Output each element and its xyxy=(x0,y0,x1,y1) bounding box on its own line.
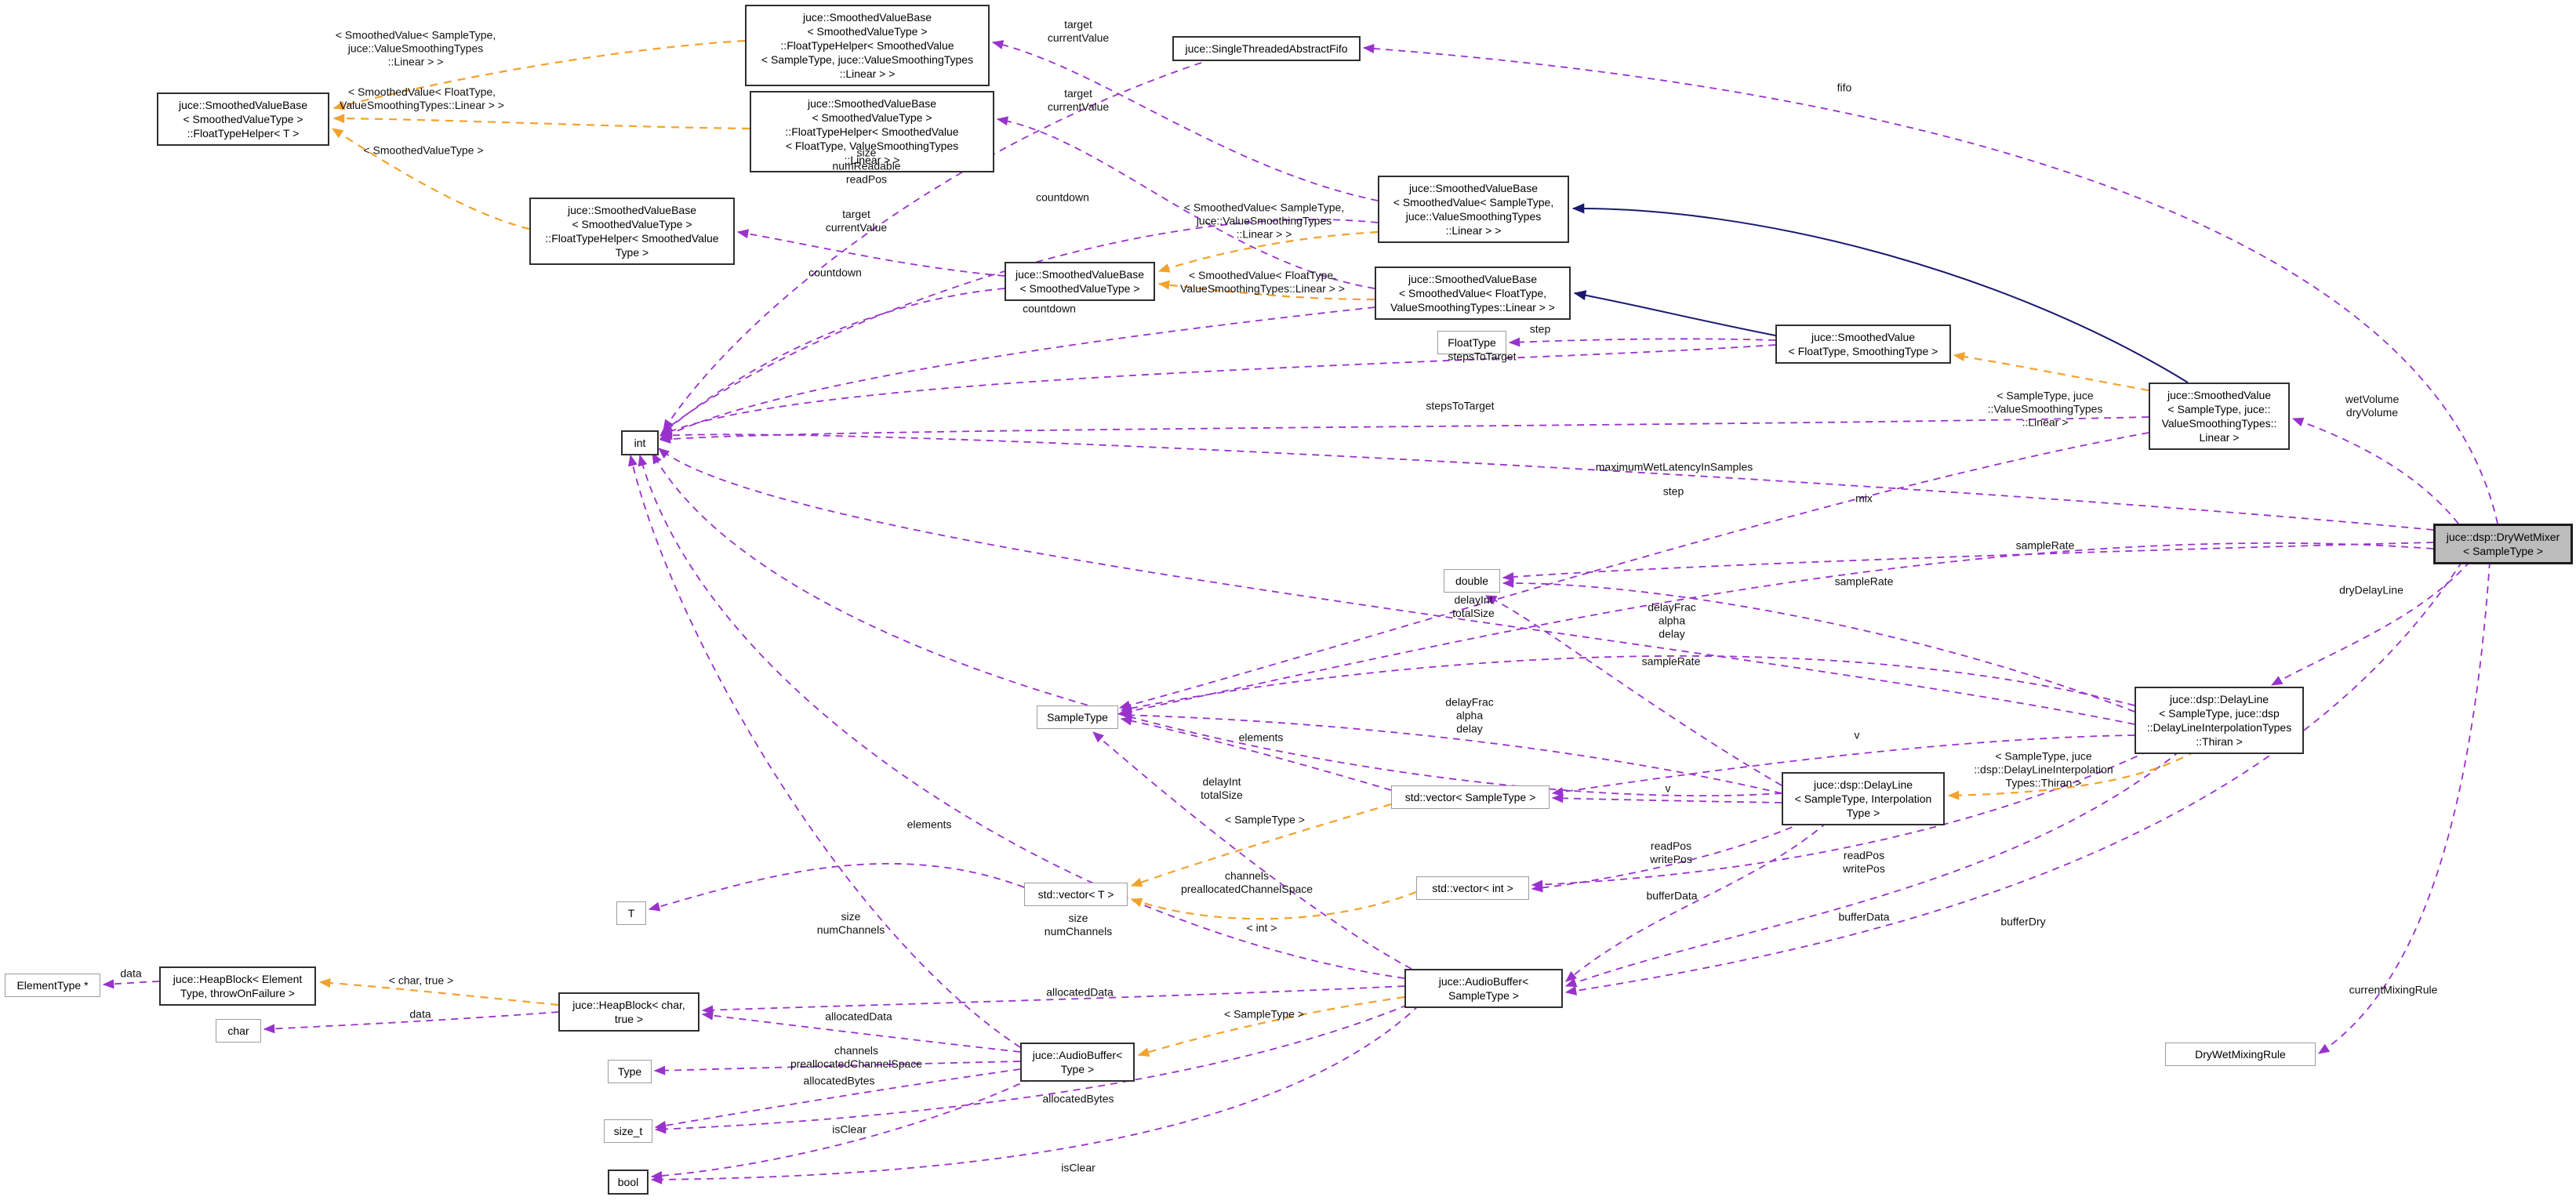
edge-label-size-numchannels-1: size numChannels xyxy=(1044,912,1113,937)
node-smoothedvaluebase-floattype-linear[interactable]: juce::SmoothedValueBase < SmoothedValue<… xyxy=(1375,267,1571,320)
edge-label-delayfrac-alpha-delay-2: delayFrac alpha delay xyxy=(1445,695,1494,735)
edge-label-template-smoothedvaluetype: < SmoothedValueType > xyxy=(363,143,484,157)
edge-label-v-1: v xyxy=(1854,728,1860,742)
node-sampletype: SampleType xyxy=(1037,705,1118,729)
node-double: double xyxy=(1444,569,1500,593)
edge-label-step-1: step xyxy=(1529,322,1551,335)
edge-label-channels-preallocated-2: channels preallocatedChannelSpace xyxy=(790,1044,923,1070)
edge-label-elements-1: elements xyxy=(1238,731,1284,744)
edge-label-isclear-2: isClear xyxy=(1061,1161,1095,1174)
edge-label-data-2: data xyxy=(409,1007,431,1021)
node-floattypehelper-smoothedvalue-floattype[interactable]: juce::SmoothedValueBase < SmoothedValueT… xyxy=(750,91,994,172)
edge-label-readpos-writepos-2: readPos writePos xyxy=(1843,849,1885,875)
node-drywetmixingrule: DryWetMixingRule xyxy=(2165,1043,2316,1066)
edge-label-template-vector-sampletype: < SampleType > xyxy=(1225,813,1305,826)
node-delayline-thiran[interactable]: juce::dsp::DelayLine < SampleType, juce:… xyxy=(2135,687,2304,754)
node-smoothedvalue-sampletype-linear[interactable]: juce::SmoothedValue < SampleType, juce::… xyxy=(2149,383,2290,450)
edge-label-bufferdata-1: bufferData xyxy=(1646,889,1698,902)
edge-label-drydelayline: dryDelayLine xyxy=(2339,583,2403,597)
node-elementtype-ptr: ElementType * xyxy=(5,974,100,997)
node-drywetmixer[interactable]: juce::dsp::DryWetMixer < SampleType > xyxy=(2433,524,2573,564)
edge-label-size-numreadable-readpos: size numReadable readPos xyxy=(832,146,901,186)
edge-label-samplerate-3: sampleRate xyxy=(1641,655,1701,668)
edge-label-v-2: v xyxy=(1665,782,1671,795)
edge-label-template-sv-sampletype-outer: < SmoothedValue< SampleType, juce::Value… xyxy=(335,28,496,68)
node-heapblock-elementtype[interactable]: juce::HeapBlock< Element Type, throwOnFa… xyxy=(159,966,316,1006)
edge-label-target-currentvalue-3: target currentValue xyxy=(825,208,888,234)
edge-label-fifo: fifo xyxy=(1837,81,1852,94)
edge-label-target-currentvalue-1: target currentValue xyxy=(1047,18,1110,44)
edge-label-delayfrac-alpha-delay-1: delayFrac alpha delay xyxy=(1648,600,1696,640)
edge-label-delayint-totalsize-1: delayInt totalSize xyxy=(1452,593,1495,619)
node-char: char xyxy=(216,1019,261,1043)
edge-label-maximumwetlatencyinsamples: maximumWetLatencyInSamples xyxy=(1595,460,1753,473)
edge-label-template-sv-floattype-outer: < SmoothedValue< FloatType, ValueSmoothi… xyxy=(340,85,504,111)
node-vector-int: std::vector< int > xyxy=(1416,876,1529,900)
node-audiobuffer-sampletype[interactable]: juce::AudioBuffer< SampleType > xyxy=(1404,969,1563,1008)
node-vector-sampletype: std::vector< SampleType > xyxy=(1391,785,1550,809)
node-floattypehelper-smoothedvalue-sampletype[interactable]: juce::SmoothedValueBase < SmoothedValueT… xyxy=(745,5,990,86)
edge-label-stepstotarget-1: stepsToTarget xyxy=(1448,350,1517,363)
edge-label-allocatedbytes-1: allocatedBytes xyxy=(803,1074,875,1087)
edge-label-template-heapblock: < char, true > xyxy=(388,974,454,987)
edge-label-data-1: data xyxy=(120,966,142,980)
node-smoothedvaluebase-floattypehelper-t[interactable]: juce::SmoothedValueBase < SmoothedValueT… xyxy=(157,92,329,146)
node-smoothedvalue-floattype-smoothingtype[interactable]: juce::SmoothedValue < FloatType, Smoothi… xyxy=(1775,325,1951,364)
usage-edges xyxy=(102,40,2498,1184)
edge-label-isclear-1: isClear xyxy=(832,1122,867,1136)
edge-label-size-numchannels-2: size numChannels xyxy=(816,910,885,936)
edge-label-template-audiobuffer: < SampleType > xyxy=(1224,1007,1304,1021)
edge-label-wetvolume-dryvolume: wetVolume dryVolume xyxy=(2345,393,2400,419)
edge-label-countdown-1: countdown xyxy=(1036,190,1089,204)
edge-label-template-vector-int: < int > xyxy=(1246,921,1277,934)
edge-label-template-sv-floattype-inner: < SmoothedValue< FloatType, ValueSmoothi… xyxy=(1180,269,1345,295)
node-heapblock-char-true[interactable]: juce::HeapBlock< char, true > xyxy=(558,992,699,1032)
edge-label-mix: mix xyxy=(1855,491,1873,505)
edge-label-bufferdata-2: bufferData xyxy=(1838,910,1890,923)
edge-label-delayint-totalsize-2: delayInt totalSize xyxy=(1201,775,1243,801)
edge-label-target-currentvalue-2: target currentValue xyxy=(1047,87,1110,113)
edge-label-allocatedbytes-2: allocatedBytes xyxy=(1042,1092,1114,1105)
node-floattype: FloatType xyxy=(1437,331,1506,354)
edge-label-countdown-3: countdown xyxy=(1023,302,1076,315)
edge-label-countdown-2: countdown xyxy=(808,266,862,279)
node-vector-t: std::vector< T > xyxy=(1024,883,1128,906)
node-floattypehelper-smoothedvaluetype[interactable]: juce::SmoothedValueBase < SmoothedValueT… xyxy=(529,198,735,265)
edge-label-template-thiran: < SampleType, juce ::dsp::DelayLineInter… xyxy=(1974,749,2113,789)
edge-label-template-sv-sampletype-inner: < SmoothedValue< SampleType, juce::Value… xyxy=(1183,201,1345,241)
template-edges xyxy=(318,39,2196,1057)
edge-label-template-sampletype-linear: < SampleType, juce ::ValueSmoothingTypes… xyxy=(1987,389,2103,429)
edge-label-currentmixingrule: currentMixingRule xyxy=(2349,983,2438,996)
node-single-threaded-abstract-fifo[interactable]: juce::SingleThreadedAbstractFifo xyxy=(1172,36,1361,61)
node-smoothedvaluebase-sampletype-linear[interactable]: juce::SmoothedValueBase < SmoothedValue<… xyxy=(1378,176,1569,243)
edge-label-allocateddata-1: allocatedData xyxy=(1046,985,1114,999)
edge-label-samplerate-2: sampleRate xyxy=(1834,575,1894,588)
node-t: T xyxy=(616,901,646,925)
node-int: int xyxy=(621,430,659,455)
edge-label-readpos-writepos-1: readPos writePos xyxy=(1650,840,1692,865)
edge-label-step-2: step xyxy=(1662,484,1684,498)
node-delayline-generic[interactable]: juce::dsp::DelayLine < SampleType, Inter… xyxy=(1782,772,1945,825)
node-type: Type xyxy=(608,1060,652,1083)
node-size-t: size_t xyxy=(604,1119,652,1143)
edge-label-bufferdry: bufferDry xyxy=(2000,915,2046,928)
inheritance-edges xyxy=(1571,203,2189,383)
edge-label-allocateddata-2: allocatedData xyxy=(825,1010,892,1023)
edge-label-stepstotarget-2: stepsToTarget xyxy=(1426,399,1495,412)
edge-label-channels-preallocated-1: channels preallocatedChannelSpace xyxy=(1180,869,1313,895)
node-smoothedvaluebase-generic[interactable]: juce::SmoothedValueBase < SmoothedValueT… xyxy=(1005,262,1155,301)
edge-label-elements-2: elements xyxy=(907,818,952,831)
edge-label-samplerate-1: sampleRate xyxy=(2015,539,2075,552)
node-bool: bool xyxy=(608,1170,649,1195)
node-audiobuffer-type[interactable]: juce::AudioBuffer< Type > xyxy=(1020,1043,1135,1082)
